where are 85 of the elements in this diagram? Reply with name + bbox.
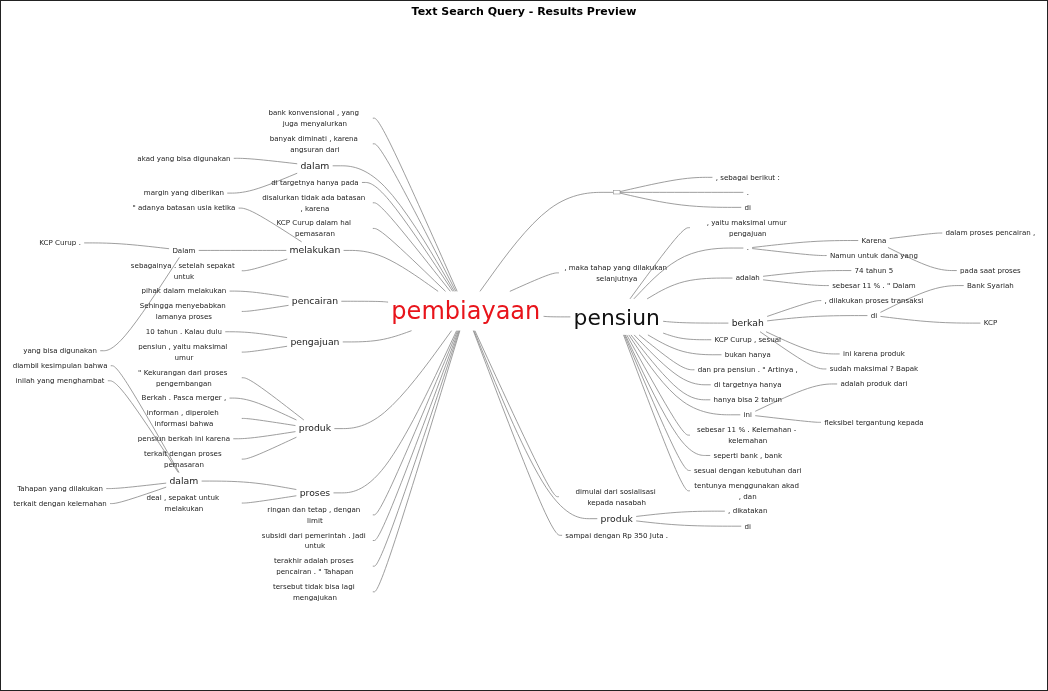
connector — [751, 248, 828, 256]
connector — [241, 418, 296, 426]
connector — [238, 207, 303, 243]
connector — [887, 247, 958, 271]
connector — [762, 279, 830, 286]
connector — [623, 334, 691, 492]
connector — [332, 165, 455, 292]
connector — [754, 415, 822, 423]
connector — [624, 334, 711, 456]
connector — [107, 380, 179, 473]
connector — [635, 520, 742, 527]
connector — [372, 117, 458, 292]
connector — [229, 290, 289, 298]
connector — [624, 334, 692, 471]
connector — [630, 334, 711, 401]
connector — [880, 316, 981, 324]
connector — [629, 227, 691, 300]
connector — [229, 397, 297, 421]
connector — [472, 330, 563, 536]
connector — [109, 486, 167, 504]
title: Text Search Query - Results Preview — [411, 5, 637, 18]
connector — [241, 436, 297, 460]
node-text: pensiun — [573, 304, 660, 330]
connector — [626, 334, 691, 436]
connector — [473, 330, 598, 520]
connector — [372, 202, 451, 292]
connector — [232, 431, 296, 440]
connector — [224, 331, 288, 339]
connector — [766, 315, 868, 322]
connector — [628, 334, 741, 416]
node-box — [613, 190, 621, 195]
connector — [198, 250, 287, 251]
connector — [474, 330, 560, 498]
connector — [241, 345, 288, 353]
connector — [241, 377, 305, 421]
connector — [619, 192, 742, 208]
node-text: dalam — [169, 475, 199, 487]
node-text: produk — [600, 512, 633, 524]
connector — [543, 315, 571, 318]
connector — [619, 191, 744, 193]
connector — [372, 228, 446, 292]
node-text: produk — [298, 422, 332, 434]
node-text: dalam — [300, 159, 330, 171]
connector — [343, 250, 439, 292]
node-text: pengajuan — [290, 336, 340, 347]
connector — [201, 480, 297, 490]
connector — [226, 172, 298, 194]
connector — [635, 510, 726, 517]
connector — [646, 277, 733, 300]
node-text: berkah — [731, 317, 764, 329]
connector — [340, 300, 389, 303]
node-text: proses — [299, 487, 331, 498]
connector — [241, 258, 288, 272]
connector — [754, 383, 838, 412]
connector — [619, 176, 713, 192]
connector — [361, 182, 454, 292]
connector — [880, 285, 965, 313]
connector — [633, 247, 744, 300]
connector — [99, 256, 180, 352]
connector — [479, 191, 614, 292]
connector — [765, 331, 841, 355]
connector — [233, 157, 298, 165]
node-text: melakukan — [289, 244, 341, 256]
connector — [509, 272, 560, 292]
connector — [889, 232, 943, 239]
connector — [342, 330, 412, 343]
connector — [105, 482, 167, 489]
connector — [762, 270, 852, 277]
connector — [333, 330, 458, 494]
connector — [662, 332, 712, 341]
connector — [83, 242, 170, 250]
connector — [241, 495, 297, 504]
connector — [372, 143, 457, 292]
connector — [633, 334, 712, 386]
connector — [759, 331, 827, 370]
connector — [751, 240, 859, 248]
node-text: pencairan — [291, 295, 339, 307]
connector — [110, 365, 180, 473]
connector — [241, 304, 289, 312]
connector — [766, 300, 822, 317]
node-text: pembiayaan — [391, 296, 541, 325]
connector — [662, 320, 729, 324]
connector — [638, 334, 695, 371]
connector — [647, 334, 722, 356]
connector — [333, 330, 452, 429]
